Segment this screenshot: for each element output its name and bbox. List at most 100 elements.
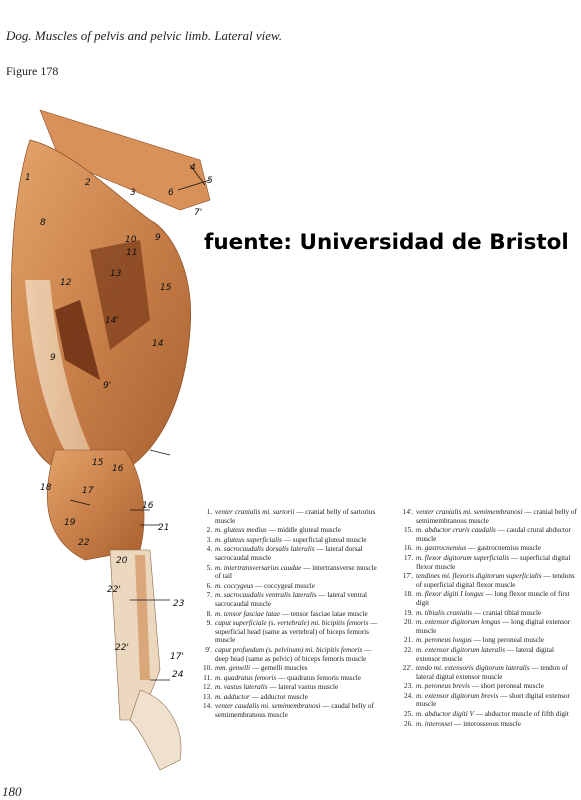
legend-number: 20. — [404, 618, 413, 627]
legend-latin-name: venter cranialis mi. sartorii — [215, 508, 295, 516]
legend-text: m. intertransversarius caudae — intertra… — [215, 564, 384, 581]
legend-item: 11.m. quadratus femoris — quadratus femo… — [196, 674, 384, 683]
callout-26: 24 — [172, 670, 184, 680]
legend-description: — caudal belly of semimembranous muscle — [215, 702, 374, 720]
legend-description: — tendons of superficial digital flexor … — [416, 572, 575, 589]
legend-text: m. sacrocaudalis ventralis lateralis — l… — [215, 591, 384, 608]
figure-number: Figure 178 — [6, 64, 59, 78]
callout-13: 13 — [110, 269, 122, 279]
callout-9: 9 — [155, 233, 161, 243]
tendon-strip — [135, 555, 150, 680]
legend-description: — adductor muscle — [249, 692, 308, 701]
legend-number: 11. — [203, 673, 212, 682]
callout-25: 23 — [173, 599, 185, 609]
callout-20: 19 — [64, 518, 76, 528]
legend-text: m. peroneus brevis — short peroneal musc… — [416, 682, 579, 691]
callout-2: 2 — [85, 178, 91, 188]
legend-latin-name: m. sacrocaudalis dorsalis lateralis — [215, 545, 315, 554]
legend-item: 15.m. abductor cruris caudalis — caudal … — [397, 526, 579, 543]
legend-item: 14'.venter cranialis mi. semimembranosi … — [397, 508, 579, 525]
callout-12: 12 — [60, 278, 72, 288]
legend-number: 14. — [203, 702, 212, 711]
legend-number: 7. — [206, 591, 212, 600]
legend-number: 4. — [206, 545, 212, 554]
paw-region — [129, 689, 182, 771]
legend-item: 7.m. sacrocaudalis ventralis lateralis —… — [196, 591, 384, 608]
legend-text: mm. gemelli — gemelli muscles — [215, 664, 384, 673]
legend-item: 17.m. flexor digitorum superficialis — s… — [397, 554, 579, 571]
legend-latin-name: m. extensor digitorum longus — [416, 618, 501, 627]
callout-9-lower: 9 — [50, 353, 56, 363]
muscle-illustration: 1 2 3 4 5 6 7' 8 9 10 11 12 13 14' 15 14… — [0, 80, 300, 780]
legend-number: 13. — [203, 692, 212, 701]
legend-item: 6.m. coccygeus — coccygeal muscle — [196, 582, 384, 591]
legend-item: 26.m. interossei — interosseous muscle — [397, 720, 579, 729]
legend-description: — lateral vastus muscle — [267, 683, 339, 692]
legend-description: — gemelli muscles — [250, 664, 308, 673]
callout-15: 15 — [160, 283, 172, 293]
legend-item: 17'.tendines mi. flexoris digitorum supe… — [397, 572, 579, 589]
callout-10: 10 — [125, 235, 137, 245]
legend-latin-name: m. peroneus longus — [416, 636, 472, 645]
legend-number: 19. — [404, 608, 413, 617]
callout-7prime: 7' — [194, 208, 202, 218]
deep-muscle-region — [90, 240, 150, 350]
legend-number: 3. — [206, 535, 212, 544]
legend-text: m. vastus lateralis — lateral vastus mus… — [215, 683, 384, 692]
legend-number: 9. — [206, 619, 212, 628]
legend-latin-name: m. gluteus superficialis — [215, 535, 282, 544]
callout-14: 14 — [152, 339, 164, 349]
legend-item: 2.m. gluteus medius — middle gluteal mus… — [196, 526, 384, 535]
callout-15-lower: 15 — [92, 458, 104, 468]
legend-number: 17. — [404, 553, 413, 562]
legend-text: m. extensor digitorum brevis — short dig… — [416, 692, 579, 709]
legend-number: 15. — [404, 526, 413, 535]
legend-text: venter cranialis mi. semimembranosi — cr… — [416, 508, 579, 525]
legend-latin-name: m. flexor digiti I longus — [416, 590, 484, 599]
legend-text: m. extensor digitorum lateralis — latera… — [416, 646, 579, 663]
legend-latin-name: m. peroneus brevis — [416, 682, 470, 691]
callout-17prime: 17' — [170, 652, 184, 662]
legend-text: m. extensor digitorum longus — long digi… — [416, 618, 579, 635]
legend-latin-name: m. interossei — [416, 719, 453, 728]
legend-item: 10.mm. gemelli — gemelli muscles — [196, 664, 384, 673]
legend-item: 8.m. tensor fasciae latae — tensor fasci… — [196, 610, 384, 619]
legend-description: — lateral ventral sacrocaudal muscle — [215, 591, 368, 608]
dark-triangle — [55, 300, 100, 380]
legend-number: 9'. — [205, 645, 212, 654]
page-number: 180 — [2, 784, 22, 799]
legend-text: tendines mi. flexoris digitorum superfic… — [416, 572, 579, 589]
legend-number: 1. — [206, 508, 212, 516]
legend-latin-name: caput superficiale (s. vertebrale) mi. b… — [215, 619, 369, 628]
legend-text: caput profundum (s. pelvinum) mi. bicipi… — [215, 646, 384, 663]
legend-item: 13.m. adductor — adductor muscle — [196, 693, 384, 702]
legend-latin-name: m. extensor digitorum brevis — [416, 691, 499, 700]
legend-item: 4.m. sacrocaudalis dorsalis lateralis — … — [196, 545, 384, 562]
legend-latin-name: venter cranialis mi. semimembranosi — [416, 508, 523, 516]
legend-latin-name: m. vastus lateralis — [215, 683, 268, 692]
legend-number: 5. — [206, 563, 212, 572]
legend-description: — intertransverse muscle of tail — [215, 563, 377, 581]
legend-description: — superficial head (same as vertebral) o… — [215, 619, 378, 645]
callout-22prime: 22' — [115, 643, 129, 653]
legend-description: — long peroneal muscle — [471, 636, 545, 645]
legend-number: 8. — [206, 609, 212, 618]
legend-latin-name: m. sacrocaudalis ventralis lateralis — [215, 591, 317, 600]
legend-latin-name: m. abductor cruris caudalis — [416, 526, 496, 535]
legend-text: m. peroneus longus — long peroneal muscl… — [416, 636, 579, 645]
legend-description: — cranial belly of semimembranous muscle — [416, 508, 577, 525]
legend-description: — tendon of lateral digital extensor mus… — [416, 664, 568, 681]
legend-text: m. gastrocnemius — gastrocnemius muscle — [416, 544, 579, 553]
legend-latin-name: m. coccygeus — [215, 581, 254, 590]
legend-number: 6. — [206, 581, 212, 590]
callout-18: 17 — [82, 486, 94, 496]
legend-description: — quadratus femoris muscle — [276, 673, 361, 682]
legend-latin-name: m. flexor digitorum superficialis — [416, 553, 510, 562]
callout-9prime: 9' — [103, 381, 111, 391]
legend-latin-name: m. tensor fasciae latae — [215, 609, 281, 618]
legend-item: 5.m. intertransversarius caudae — intert… — [196, 564, 384, 581]
legend-description: — gastrocnemius muscle — [466, 544, 541, 553]
legend-description: — middle gluteal muscle — [266, 526, 341, 535]
callout-23: 22 — [78, 538, 90, 548]
legend-item: 22.m. extensor digitorum lateralis — lat… — [397, 646, 579, 663]
